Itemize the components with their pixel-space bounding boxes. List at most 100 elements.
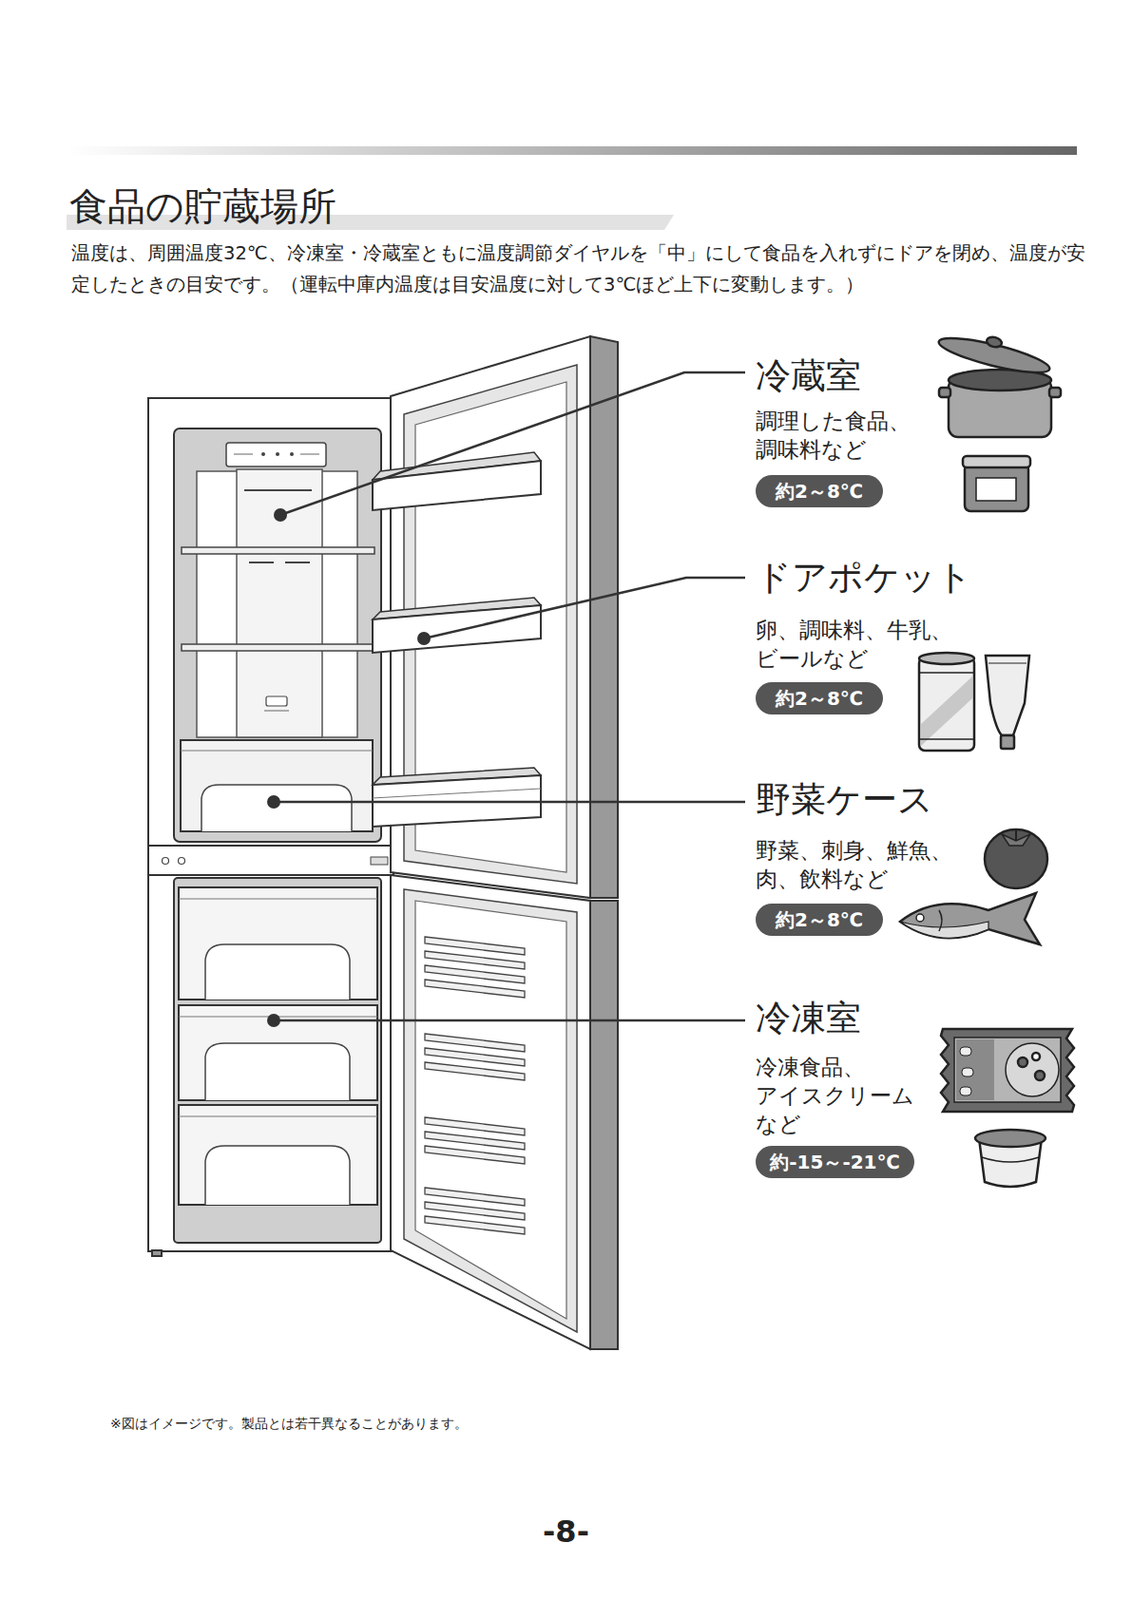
item-description: 野菜、刺身、鮮魚、 肉、飲料など xyxy=(755,836,975,894)
section-heading: ドアポケット xyxy=(755,556,973,599)
temperature-badge: 約-15～-21℃ xyxy=(755,1146,915,1179)
refrigerator-door xyxy=(372,336,618,899)
item-description: 調理した食品、 調味料など xyxy=(755,406,975,464)
fridge-body xyxy=(205,1146,350,1206)
refrigerator-door xyxy=(372,460,541,511)
leader-line xyxy=(273,372,746,1021)
refrigerator-door xyxy=(590,336,618,899)
fridge-body xyxy=(162,858,170,865)
fridge-body xyxy=(266,696,288,707)
can-icon xyxy=(919,738,975,741)
leader-line xyxy=(273,1019,746,1023)
fish-icon xyxy=(900,893,1040,945)
container-icon xyxy=(962,456,1031,468)
pot-icon xyxy=(939,387,951,398)
leader-dot xyxy=(417,632,431,646)
freezer-door xyxy=(390,875,618,1350)
pot-icon xyxy=(936,331,1061,438)
frozen-food-icon xyxy=(959,1047,972,1056)
fridge-body xyxy=(289,452,294,457)
item-description: 卵、調味料、牛乳、 ビールなど xyxy=(755,615,975,673)
fridge-body xyxy=(152,1250,162,1257)
fish-icon xyxy=(900,921,989,939)
temperature-badge: 約2～8℃ xyxy=(755,475,883,508)
fridge-body xyxy=(249,561,274,564)
fridge-body xyxy=(233,454,253,456)
fridge-body xyxy=(205,944,350,1000)
ice-cream-icon xyxy=(975,1130,1046,1148)
frozen-food-icon xyxy=(1005,1043,1059,1097)
freezer-door xyxy=(424,1146,525,1165)
temperature-badge: 約2～8℃ xyxy=(755,682,883,715)
fridge-body xyxy=(261,452,266,457)
temperature-range: 約2～8℃ xyxy=(755,682,883,715)
container-icon xyxy=(962,456,1031,512)
tube-icon xyxy=(985,655,1030,736)
fridge-body xyxy=(275,452,280,457)
temperature-range: 約2～8℃ xyxy=(755,475,883,508)
fridge-body xyxy=(178,858,186,865)
frozen-food-icon xyxy=(961,1068,974,1077)
ice-cream-icon xyxy=(975,1130,1046,1188)
fridge-body xyxy=(300,454,320,456)
footnote: ※図はイメージです。製品とは若干異なることがあります。 xyxy=(110,1414,468,1434)
refrigerator-door xyxy=(372,605,541,653)
tomato-icon xyxy=(984,828,1048,889)
fish-icon xyxy=(916,914,924,922)
frozen-food-icon xyxy=(956,1039,995,1101)
section-heading: 冷蔵室 xyxy=(755,355,862,398)
fridge-body xyxy=(181,547,375,555)
temperature-badge: 約2～8℃ xyxy=(755,903,883,937)
fridge-body xyxy=(178,899,378,901)
freezer-door xyxy=(424,1062,525,1081)
fridge-body xyxy=(226,442,327,467)
can-icon xyxy=(919,652,975,751)
fridge-body xyxy=(370,857,388,865)
frozen-food-icon xyxy=(1032,1053,1040,1061)
freezer-door xyxy=(590,901,618,1350)
frozen-food-icon xyxy=(940,1029,1075,1113)
fish-icon xyxy=(939,910,942,932)
fish-icon xyxy=(900,893,1040,945)
ice-cream-icon xyxy=(981,1157,1039,1163)
can-icon xyxy=(919,652,975,665)
leader-dot xyxy=(267,1014,281,1028)
container-icon xyxy=(976,478,1017,501)
frozen-food-icon xyxy=(959,1087,972,1096)
intro-note: 温度は、周囲温度32℃、冷凍室・冷蔵室ともに温度調節ダイヤルを「中」にして食品を… xyxy=(71,237,1094,301)
temperature-range: 約2～8℃ xyxy=(755,903,883,937)
freezer-door xyxy=(424,937,525,1235)
can-icon xyxy=(920,676,973,747)
section-heading: 野菜ケース xyxy=(755,779,934,822)
frozen-food-icon xyxy=(1017,1057,1028,1068)
tube-icon xyxy=(985,655,1030,749)
frozen-food-icon xyxy=(1035,1071,1045,1081)
leader-line xyxy=(423,577,746,639)
leader-dot xyxy=(267,508,431,1028)
fridge-body xyxy=(173,878,382,1244)
tomato-icon xyxy=(984,829,1048,889)
leader-dot xyxy=(267,795,281,809)
item-description: 冷凍食品、 アイスクリーム など xyxy=(755,1053,929,1139)
container-icon xyxy=(964,463,1029,512)
fridge-body xyxy=(205,1043,350,1101)
page-number: -8- xyxy=(0,1513,1132,1552)
fridge-body xyxy=(201,785,352,832)
frozen-food-icon xyxy=(940,1029,1075,1113)
leader-line xyxy=(280,372,746,516)
freezer-door xyxy=(390,875,591,1350)
page-title: 食品の貯蔵場所 xyxy=(69,182,337,231)
fridge-body xyxy=(244,489,312,492)
refrigerator-door xyxy=(372,788,541,799)
leader-line xyxy=(273,801,746,805)
freezer-door xyxy=(403,889,577,1333)
freezer-door xyxy=(415,901,567,1320)
header-bar xyxy=(66,146,1077,155)
fridge-body xyxy=(181,644,375,652)
tube-icon xyxy=(988,662,1027,664)
freezer-door xyxy=(424,1216,525,1235)
fridge-body xyxy=(178,1116,378,1118)
tube-icon xyxy=(1000,735,1015,749)
